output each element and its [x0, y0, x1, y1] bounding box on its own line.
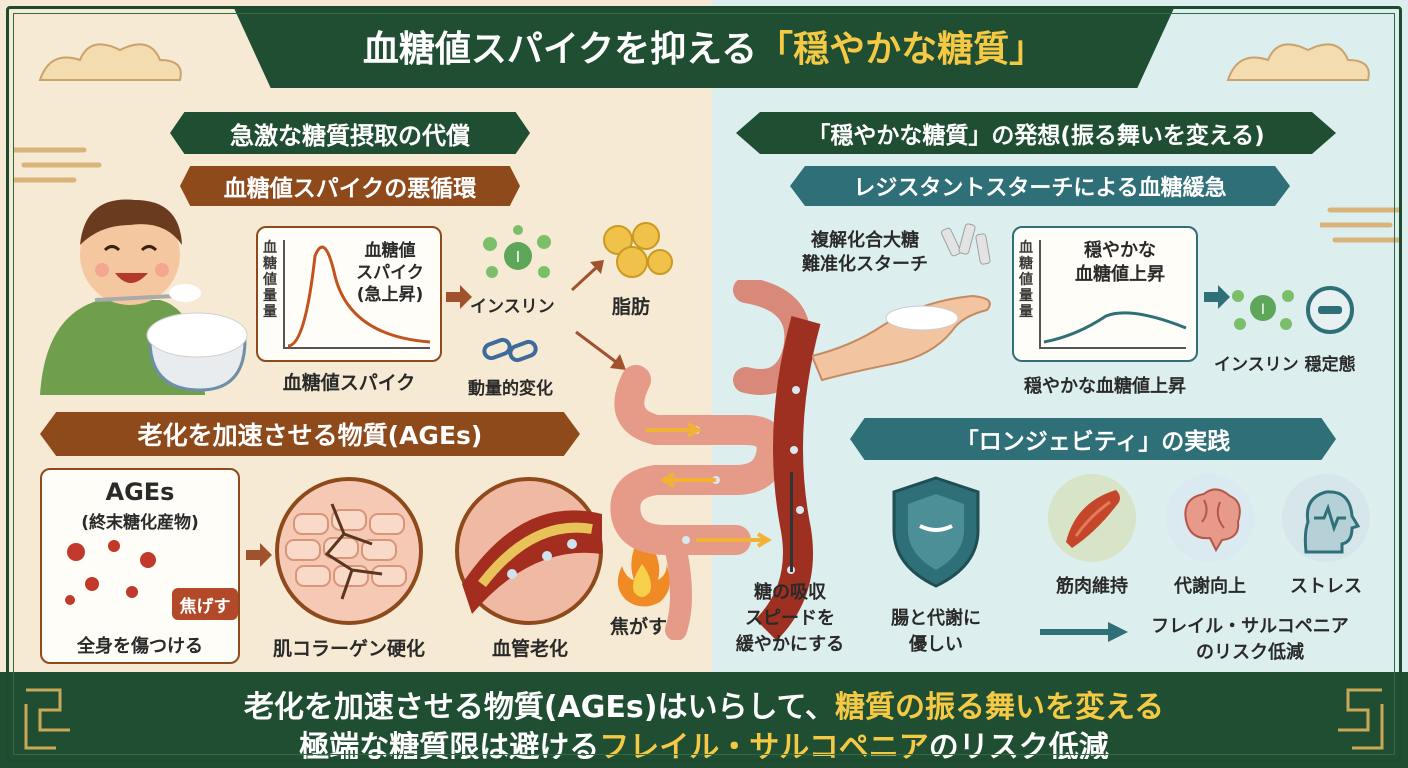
spike-label-line2: スパイク — [356, 263, 424, 283]
brain-icon — [1166, 474, 1254, 562]
insulin-label: インスリン — [470, 297, 555, 317]
gentle-chart-caption: 穏やかな血糖値上昇 — [1024, 376, 1186, 397]
insulin-molecules-icon: I — [483, 225, 551, 278]
starch-label-line2: 難准化スターチ — [802, 254, 928, 275]
arrow-right-icon-3 — [1204, 285, 1230, 309]
brain-label: 代謝向上 — [1174, 576, 1246, 597]
footer-ornament-right — [1338, 688, 1384, 750]
title-banner — [233, 6, 1175, 88]
absorb-pointer-line — [790, 472, 793, 572]
fire-caption: 焦がす — [610, 616, 668, 638]
minus-circle-icon — [1306, 286, 1354, 334]
footer-ornament-left — [24, 688, 70, 750]
hand-holding-starch-illustration — [812, 294, 991, 382]
chain-link-icon — [482, 337, 538, 363]
shield-line1: 腸と代謝に — [891, 608, 981, 629]
spike-chart-caption: 血糖値スパイク — [282, 372, 416, 394]
footer-line1: 老化を加速させる物質(AGEs)はいらして、糖質の振る舞いを変える — [243, 690, 1165, 725]
arrow-down-right-icon — [575, 330, 626, 370]
burn-badge — [172, 588, 238, 620]
gentle-curve-chart — [1039, 240, 1187, 349]
svg-text:I: I — [516, 248, 520, 266]
gentle-chart-card — [1012, 226, 1198, 362]
absorb-line2: スピードを — [745, 608, 835, 629]
stress-label: ストレス — [1290, 576, 1362, 597]
burn-badge-label: 焦げす — [179, 597, 231, 617]
result-line2: のリスク低減 — [1196, 642, 1304, 663]
gentle-label-line1: 穏やかな — [1084, 240, 1156, 261]
left-section2-title: 老化を加速させる物質(AGEs) — [40, 412, 580, 456]
vessel-caption: 血管老化 — [491, 638, 568, 660]
ages-subtitle: (終末糖化産物) — [81, 513, 199, 533]
ages-card — [40, 468, 240, 664]
wave-ornament-left — [14, 147, 102, 183]
insulin-stable-molecules-icon: I — [1232, 290, 1294, 330]
arrow-long-right-icon — [1040, 622, 1128, 642]
spike-curve-chart — [283, 240, 431, 349]
result-line1: フレイル・サルコペニア — [1151, 616, 1349, 637]
gentle-chart-y-label: 血糖値量量 — [1019, 240, 1033, 320]
absorb-line3: 緩やかにする — [735, 634, 845, 655]
ages-title: AGEs — [105, 478, 175, 506]
stress-head-icon — [1282, 474, 1370, 562]
left-section1-subtitle: 血糖値スパイクの悪循環 — [180, 166, 520, 206]
absorb-line1: 糖の吸収 — [754, 582, 826, 603]
wave-ornament-right — [1320, 207, 1400, 243]
right-section1-subtitle: レジスタントスターチによる血糖緩急 — [790, 166, 1290, 206]
arrow-right-icon — [446, 285, 472, 309]
fat-cells-icon — [603, 222, 673, 278]
skin-caption: 肌コラーゲン硬化 — [272, 638, 425, 660]
fire-icon — [617, 532, 670, 607]
ages-caption: 全身を傷つける — [77, 636, 203, 657]
intestine-illustration — [610, 280, 821, 640]
fat-label: 脂肪 — [612, 296, 651, 318]
spike-label-line3: (急上昇) — [356, 285, 424, 305]
starch-crystals-icon — [941, 223, 991, 265]
right-section1-title: 「穏やかな糖質」の発想(振る舞いを変える) — [736, 112, 1336, 154]
svg-text:I: I — [1261, 302, 1265, 318]
arrow-right-icon-2 — [246, 543, 272, 567]
left-section1-title: 急激な糖質摂取の代償 — [170, 112, 530, 154]
cloud-ornament-left — [38, 43, 182, 81]
skin-collagen-illustration — [275, 477, 423, 625]
cloud-ornament-right — [1226, 43, 1370, 81]
ages-particles-icon — [65, 540, 156, 605]
footer-line2: 極端な糖質限は避けるフレイル・サルコペニアのリスク低減 — [299, 730, 1109, 765]
change-label: 動量的変化 — [468, 379, 553, 399]
muscle-icon — [1048, 474, 1136, 562]
insulin-stable-label: インスリン 穏定態 — [1214, 355, 1356, 375]
shield-line2: 優しい — [909, 634, 963, 655]
starch-label-line1: 複解化合大糖 — [811, 230, 919, 251]
spike-label-line1: 血糖値 — [364, 241, 416, 261]
spike-chart-y-label: 血糖値量量 — [263, 240, 277, 320]
boy-eating-rice-illustration — [40, 199, 248, 395]
arrow-up-right-icon — [570, 260, 604, 292]
right-section2-title: 「ロンジェビティ」の実践 — [850, 418, 1336, 460]
shield-icon — [892, 476, 980, 588]
footer-band — [0, 672, 1408, 768]
blood-vessel-illustration — [455, 477, 603, 625]
page-title: 血糖値スパイクを抑える「穏やかな糖質」 — [362, 29, 1046, 70]
gentle-label-line2: 血糖値上昇 — [1075, 264, 1165, 285]
muscle-label: 筋肉維持 — [1056, 576, 1128, 597]
